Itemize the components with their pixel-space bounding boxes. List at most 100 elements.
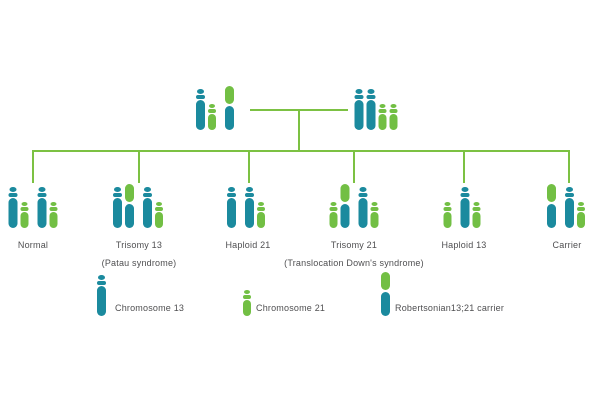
karyotype-offspring-carrier	[547, 184, 585, 228]
offspring-label-trisomy13: Trisomy 13	[115, 240, 163, 250]
chromosome-13-glyph	[8, 187, 18, 228]
chromosome-21-glyph-dot	[371, 202, 378, 206]
chromosome-cluster	[113, 184, 134, 228]
chromosome-21-glyph-body	[472, 212, 481, 228]
chromosome-13-glyph	[245, 187, 254, 228]
chromosome-13-glyph-body	[460, 198, 470, 228]
robertsonian-13-21-glyph-seg	[225, 106, 234, 130]
chromosome-13-glyph-dot	[228, 187, 235, 192]
chromosome-13-glyph-body	[565, 198, 574, 228]
chromosome-21-glyph-band	[208, 109, 216, 113]
chromosome-cluster	[547, 184, 556, 228]
chromosome-21-glyph-dot	[156, 202, 162, 206]
chromosome-21-glyph-band	[257, 207, 265, 211]
chromosome-13-glyph-body	[8, 198, 18, 228]
chromosome-21-glyph-band	[370, 207, 379, 211]
chromosome-21-glyph-band	[577, 207, 585, 211]
chromosome-21-glyph-band	[472, 207, 481, 211]
chromosome-cluster	[460, 187, 481, 228]
offspring-label-carrier: Carrier	[552, 240, 582, 250]
chromosome-13-glyph-dot	[9, 187, 17, 192]
chromosome-13-glyph-dot	[114, 187, 121, 192]
legend-label-robertsonian-carrier: Robertsonian13;21 carrier	[395, 303, 505, 313]
chromosome-21-glyph-dot	[258, 202, 264, 206]
chromosome-cluster	[565, 187, 585, 228]
chromosome-21-glyph-body	[378, 114, 387, 130]
chromosome-13-glyph-band	[8, 193, 18, 197]
robertsonian-13-21-glyph	[125, 184, 134, 228]
chromosome-21-glyph-dot	[244, 290, 250, 294]
chromosome-21-glyph-band	[378, 109, 387, 113]
chromosome-21-glyph	[155, 202, 163, 228]
karyotype-offspring-trisomy21	[329, 184, 379, 228]
chromosome-13-glyph	[196, 89, 205, 130]
chromosome-21-glyph-dot	[444, 202, 451, 206]
chromosome-13-glyph-dot	[144, 187, 151, 192]
chromosome-21-glyph-band	[329, 207, 338, 211]
karyotype-offspring-haploid13	[443, 187, 481, 228]
chromosome-13-glyph-band	[358, 193, 368, 197]
chromosome-13-glyph-dot	[246, 187, 253, 192]
chromosome-cluster	[245, 187, 265, 228]
robertsonian-13-21-glyph-seg	[547, 204, 556, 228]
chromosome-cluster	[225, 86, 234, 130]
chromosome-13-glyph	[366, 89, 376, 130]
karyotype-offspring-normal	[8, 187, 58, 228]
chromosome-13-glyph-band	[37, 193, 47, 197]
chromosome-13-glyph	[358, 187, 368, 228]
chromosome-21-glyph-body	[20, 212, 29, 228]
descent-line	[298, 110, 300, 152]
offspring-label-haploid21: Haploid 21	[225, 240, 271, 250]
legend-glyph-robertsonian-carrier	[381, 272, 390, 316]
chromosome-cluster	[443, 202, 452, 228]
offspring-sublabel-translocation-downs: (Translocation Down's syndrome)	[284, 258, 424, 268]
chromosome-21-glyph	[577, 202, 585, 228]
robertsonian-13-21-glyph	[225, 86, 234, 130]
robertsonian-13-21-glyph	[340, 184, 350, 228]
chromosome-cluster	[143, 187, 163, 228]
chromosome-cluster	[354, 89, 398, 130]
chromosome-13-glyph-band	[143, 193, 152, 197]
chromosome-21-glyph	[389, 104, 398, 130]
chromosome-13-glyph-body	[143, 198, 152, 228]
chromosome-13-glyph	[460, 187, 470, 228]
robertsonian-13-21-glyph	[547, 184, 556, 228]
chromosome-13-glyph	[227, 187, 236, 228]
robertsonian-13-21-glyph-seg	[340, 184, 350, 202]
chromosome-21-glyph-body	[243, 300, 251, 316]
offspring-label-trisomy21: Trisomy 21	[330, 240, 378, 250]
chromosome-21-glyph-body	[370, 212, 379, 228]
chromosome-13-glyph-dot	[461, 187, 469, 192]
chromosome-21-glyph	[257, 202, 265, 228]
chromosome-21-glyph	[370, 202, 379, 228]
chromosome-21-glyph-band	[49, 207, 58, 211]
chromosome-cluster	[358, 187, 379, 228]
robertsonian-13-21-glyph-seg	[547, 184, 556, 202]
chromosome-13-glyph-body	[97, 286, 106, 316]
chromosome-21-glyph-body	[443, 212, 452, 228]
chromosome-21-glyph	[208, 104, 216, 130]
chromosome-13-glyph-body	[113, 198, 122, 228]
chromosome-13-glyph-band	[113, 193, 122, 197]
chromosome-13-glyph-dot	[566, 187, 573, 192]
chromosome-13-glyph-body	[196, 100, 205, 130]
robertsonian-13-21-glyph-seg	[125, 184, 134, 202]
chromosome-13-glyph-body	[37, 198, 47, 228]
legend-glyph-chromosome-13	[97, 275, 106, 316]
chromosome-cluster	[196, 89, 216, 130]
chromosome-13-glyph	[97, 275, 106, 316]
legend-glyph-chromosome-21	[243, 290, 251, 316]
robertsonian-13-21-glyph	[381, 272, 390, 316]
robertsonian-13-21-glyph-seg	[381, 292, 390, 316]
chromosome-21-glyph-band	[20, 207, 29, 211]
chromosome-21-glyph	[472, 202, 481, 228]
branch-drop-line	[138, 151, 140, 183]
chromosome-21-glyph	[378, 104, 387, 130]
chromosome-13-glyph-dot	[197, 89, 204, 94]
chromosome-13-glyph	[113, 187, 122, 228]
chromosome-21-glyph-body	[49, 212, 58, 228]
chromosome-21-glyph-dot	[390, 104, 397, 108]
chromosome-13-glyph-band	[227, 193, 236, 197]
branch-drop-line	[248, 151, 250, 183]
robertsonian-13-21-glyph-seg	[381, 272, 390, 290]
